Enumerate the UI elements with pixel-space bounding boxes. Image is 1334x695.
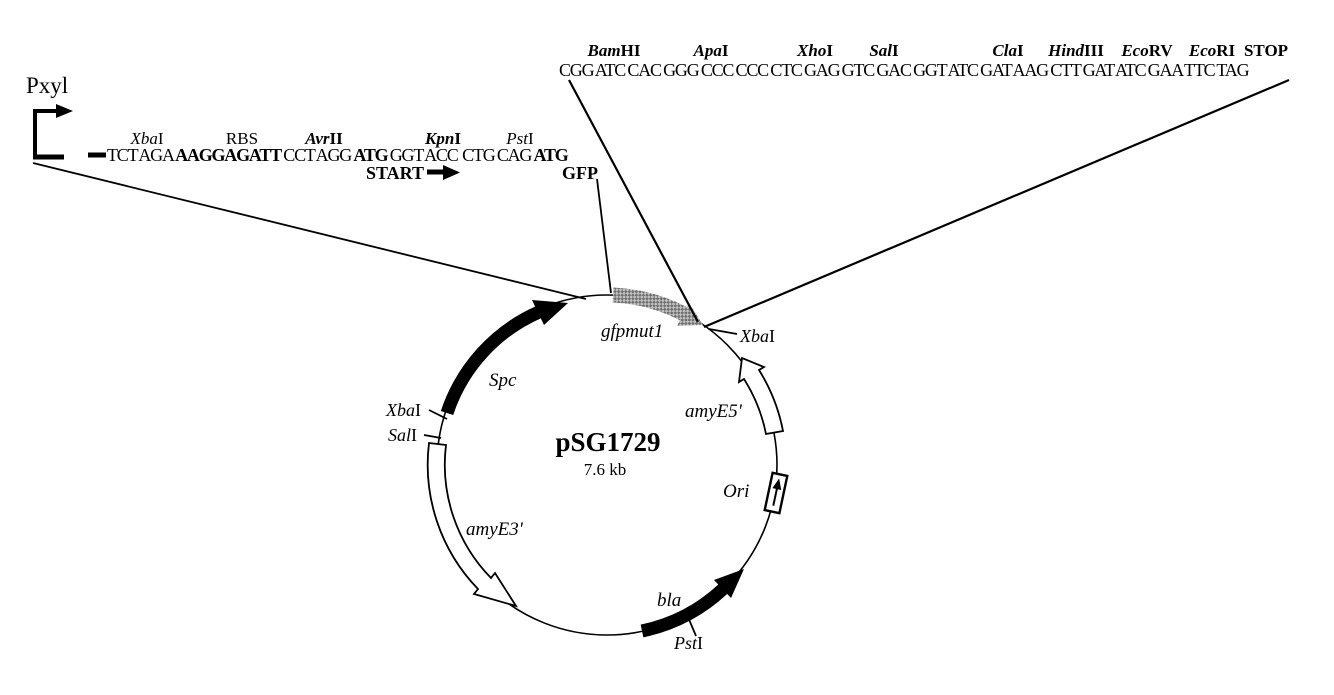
pxyl-promoter-label: Pxyl <box>26 73 69 98</box>
start-arrow-icon <box>427 165 460 180</box>
site-ecori-italic: Eco <box>1188 41 1217 60</box>
site-hindiii-italic: Hind <box>1048 41 1085 60</box>
left-avrii-roman: II <box>329 129 343 148</box>
amyE3-open-arrow <box>426 442 519 608</box>
sali-left-italic: Sal <box>388 425 412 445</box>
site-bamhi-italic: Bam <box>587 41 621 60</box>
site-apai-roman: I <box>721 41 729 60</box>
left-avrii-italic: Avr <box>305 129 330 148</box>
seq-kpni-psti-part: GGT ACC CTG CAG <box>387 145 534 165</box>
site-label-hindiii: HindIII <box>1048 42 1104 59</box>
salI-left-tick <box>423 434 442 439</box>
site-xhoi-roman: I <box>826 41 833 60</box>
left-kpni-italic: Kpn <box>425 129 455 148</box>
left-site-kpni: KpnI <box>425 130 461 147</box>
left-site-psti: PstI <box>506 130 533 147</box>
seq-rbs-part: AAGGAGATT <box>175 145 282 165</box>
gfpmut1-arc <box>612 287 688 321</box>
feature-label-spc: Spc <box>489 370 517 391</box>
seq-start-codon: ATG <box>353 145 388 165</box>
site-label-ecori: EcoRI <box>1189 42 1235 59</box>
psti-bottom-italic: Pst <box>674 633 698 653</box>
left-psti-roman: I <box>528 129 534 148</box>
site-label-clai: ClaI <box>992 42 1023 59</box>
circle-site-psti-bottom: PstI <box>674 634 703 652</box>
pxyl-connector-line <box>32 162 587 300</box>
left-xbai-italic: Xba <box>130 129 158 148</box>
fusion-sequence: TCT AGA AAGGAGATT CCT AGG ATG GGT ACC CT… <box>107 145 569 165</box>
site-ecori-roman: RI <box>1216 41 1236 60</box>
site-hindiii-roman: III <box>1084 41 1104 60</box>
site-sali-italic: Sal <box>869 41 893 60</box>
stop-roman: STOP <box>1243 41 1289 60</box>
feature-label-gfpmut1: gfpmut1 <box>601 321 664 342</box>
seq-xbai-part: TCT AGA <box>107 145 176 165</box>
rbs-label: RBS <box>226 130 258 147</box>
plasmid-name: pSG1729 <box>555 427 661 457</box>
left-site-xbai: XbaI <box>130 130 163 147</box>
circle-site-xbai-right: XbaI <box>740 327 775 345</box>
promoter-arrow-icon <box>33 104 73 160</box>
site-xhoi-italic: Xho <box>797 41 827 60</box>
feature-label-ori: Ori <box>723 481 750 502</box>
stop-connector-line <box>703 78 1290 329</box>
xbai-left-italic: Xba <box>386 400 415 420</box>
feature-label-amyE5: amyE5' <box>685 401 742 422</box>
left-xbai-roman: I <box>157 129 164 148</box>
sali-left-roman: I <box>411 425 418 445</box>
seq-avrii-part: CCT AGG <box>280 145 354 165</box>
bla-arc <box>640 584 728 638</box>
bamhi-connector-line <box>568 79 699 323</box>
site-sali-roman: I <box>892 41 899 60</box>
start-label: START <box>366 163 425 183</box>
ori-box <box>763 471 789 515</box>
bla-arrowhead-icon <box>714 569 744 598</box>
site-label-apai: ApaI <box>694 42 729 59</box>
seq-gfp-codon: ATG <box>533 145 569 165</box>
ori-arrow-icon <box>772 478 782 491</box>
spc-arc <box>440 306 542 416</box>
xbai-left-roman: I <box>415 400 421 420</box>
xbai-right-roman: I <box>769 326 775 346</box>
feature-label-amyE3: amyE3' <box>466 519 523 540</box>
circle-site-sali-left: SalI <box>388 426 417 444</box>
gfp-label: GFP <box>562 163 598 183</box>
site-label-ecorv: EcoRV <box>1121 42 1172 59</box>
site-ecorv-italic: Eco <box>1121 41 1149 60</box>
site-bamhi-roman: HI <box>620 41 641 60</box>
pstI-bottom-tick <box>687 616 697 637</box>
feature-label-bla: bla <box>657 590 682 611</box>
site-clai-italic: Cla <box>992 41 1017 60</box>
mcs-sequence: CGG ATC CAC GGG CCC CCC CTC GAG GTC GAC … <box>559 60 1250 80</box>
site-apai-italic: Apa <box>693 41 722 60</box>
plasmid-size: 7.6 kb <box>583 460 627 479</box>
site-label-sali: SalI <box>869 42 898 59</box>
site-label-xhoi: XhoI <box>797 42 833 59</box>
amyE5-open-arrow <box>737 356 785 436</box>
site-ecorv-roman: RV <box>1148 41 1173 60</box>
spc-arrowhead-icon <box>532 300 568 325</box>
gfp-connector-line <box>596 178 612 294</box>
left-psti-italic: Pst <box>506 129 529 148</box>
left-site-avrii: AvrII <box>305 130 342 147</box>
site-label-bamhi: BamHI <box>588 42 641 59</box>
rbs-text: RBS <box>225 129 259 148</box>
left-kpni-roman: I <box>454 129 461 148</box>
xbai-right-italic: Xba <box>740 326 769 346</box>
xbaI-left-tick <box>428 409 448 420</box>
xbaI-right-tick <box>708 328 738 335</box>
site-clai-roman: I <box>1016 41 1024 60</box>
stop-label: STOP <box>1244 42 1288 59</box>
psti-bottom-roman: I <box>697 633 704 653</box>
circle-site-xbai-left: XbaI <box>386 401 421 419</box>
